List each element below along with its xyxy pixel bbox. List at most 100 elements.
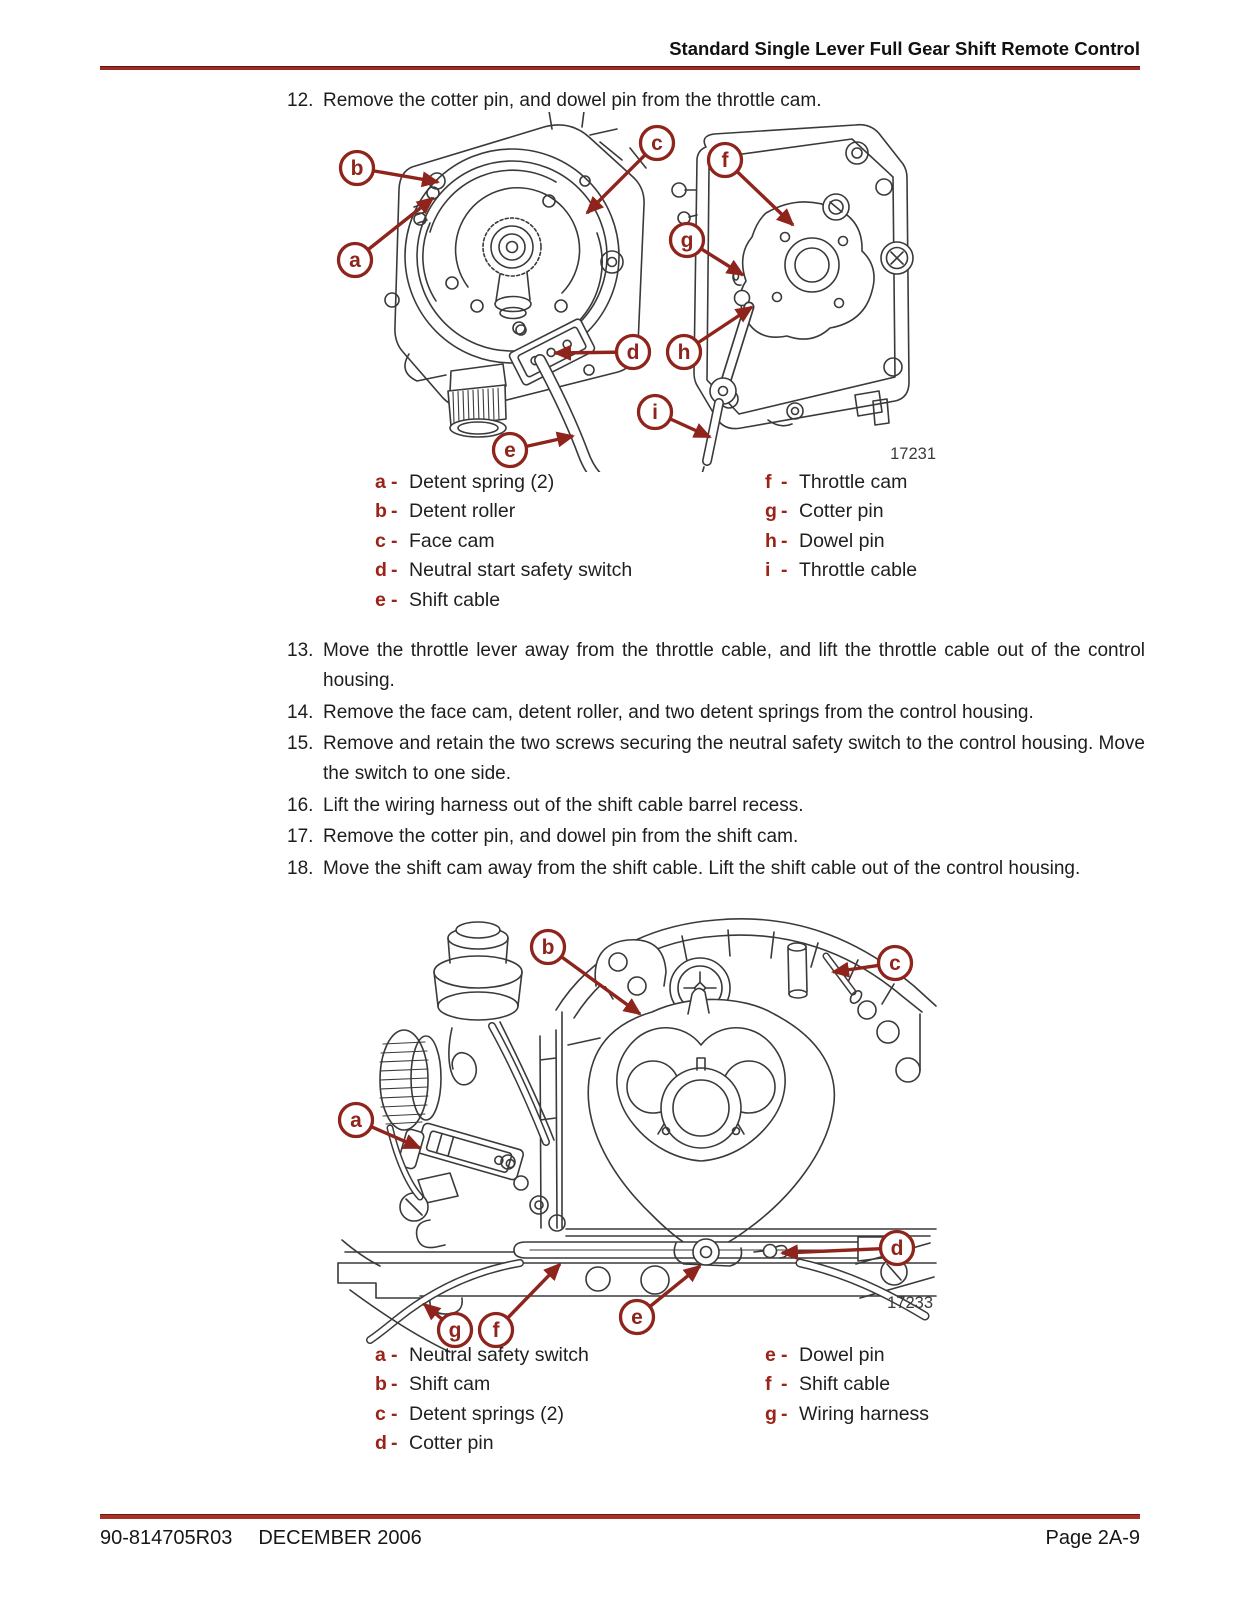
page-title: Standard Single Lever Full Gear Shift Re… bbox=[669, 38, 1140, 59]
svg-text:g: g bbox=[681, 229, 694, 252]
legend-dash: - bbox=[391, 1344, 398, 1366]
svg-text:g: g bbox=[449, 1319, 462, 1342]
legend-dash: - bbox=[391, 1373, 398, 1396]
legend-letter: e bbox=[375, 588, 386, 611]
legend-letter: b bbox=[375, 1373, 387, 1396]
fig1-callout-h: h bbox=[665, 305, 754, 371]
footer-page: Page 2A-9 bbox=[1045, 1527, 1140, 1549]
step-number: 15. bbox=[287, 733, 314, 754]
step-16: 16. Lift the wiring harness out of the sh… bbox=[287, 791, 1145, 821]
legend-item: e-Dowel pin bbox=[765, 1341, 1135, 1370]
fig2-callout-b: b bbox=[529, 928, 642, 1016]
fig2-callout-g: g bbox=[422, 1302, 474, 1349]
legend-label: Throttle cable bbox=[799, 559, 918, 582]
step-text: Remove the face cam, detent roller, and … bbox=[323, 701, 1034, 723]
legend-dash: - bbox=[391, 1402, 398, 1425]
legend-letter: c bbox=[375, 1402, 386, 1425]
svg-text:a: a bbox=[350, 1109, 362, 1132]
doc-number: 90-814705R03 bbox=[100, 1527, 233, 1549]
svg-text:f: f bbox=[493, 1319, 501, 1342]
svg-text:d: d bbox=[627, 341, 640, 364]
legend1-right: f-Throttle cam g-Cotter pin h-Dowel pin … bbox=[765, 468, 1135, 586]
legend-item: g-Wiring harness bbox=[765, 1400, 1135, 1429]
legend-letter: c bbox=[375, 529, 386, 552]
legend-label: Detent spring (2) bbox=[409, 471, 555, 493]
legend-item: c-Detent springs (2) bbox=[375, 1400, 755, 1429]
legend-item: i-Throttle cable bbox=[765, 556, 1135, 585]
legend-dash: - bbox=[781, 1373, 788, 1396]
svg-text:b: b bbox=[351, 157, 364, 180]
step-12: 12. Remove the cotter pin, and dowel pin… bbox=[287, 86, 1145, 118]
step-number: 17. bbox=[287, 826, 314, 847]
footer-rule bbox=[100, 1514, 1140, 1519]
legend-label: Cotter pin bbox=[409, 1432, 494, 1455]
step-text: Lift the wiring harness out of the shift… bbox=[323, 794, 804, 816]
fig1-callout-e: e bbox=[491, 431, 575, 469]
doc-date: DECEMBER 2006 bbox=[258, 1527, 422, 1549]
svg-text:i: i bbox=[652, 401, 658, 424]
figure-throttle-cam-diagram: b a c d e f g h i 17231 bbox=[336, 112, 936, 472]
step-number: 12. bbox=[287, 90, 314, 111]
legend-item: f-Throttle cam bbox=[765, 468, 1135, 497]
fig1-callout-b: b bbox=[338, 149, 440, 188]
fig1-callout-f: f bbox=[706, 141, 795, 227]
legend-label: Detent roller bbox=[409, 500, 516, 523]
footer-left: 90-814705R03 DECEMBER 2006 bbox=[100, 1527, 800, 1550]
legend-dash: - bbox=[781, 1402, 788, 1425]
legend-item: f-Shift cable bbox=[765, 1370, 1135, 1399]
legend-dash: - bbox=[781, 471, 788, 493]
svg-text:c: c bbox=[651, 132, 663, 155]
legend-letter: a bbox=[375, 1344, 386, 1366]
svg-text:c: c bbox=[889, 952, 901, 975]
legend-label: Cotter pin bbox=[799, 500, 884, 523]
legend-letter: f bbox=[765, 1373, 772, 1396]
step-17: 17.Remove the cotter pin, and dowel pin … bbox=[287, 822, 1145, 852]
legend-label: Shift cable bbox=[409, 588, 501, 611]
fig1-callout-c: c bbox=[585, 124, 676, 215]
svg-text:b: b bbox=[542, 936, 555, 959]
step-18: 18. Move the shift cam away from the shif… bbox=[287, 854, 1145, 884]
legend-dash: - bbox=[391, 500, 398, 523]
legend-dash: - bbox=[781, 559, 788, 582]
svg-text:h: h bbox=[678, 341, 691, 364]
legend-item: g-Cotter pin bbox=[765, 497, 1135, 526]
fig2-callout-d: d bbox=[780, 1229, 916, 1267]
legend-letter: g bbox=[765, 500, 777, 523]
step-number: 18. bbox=[287, 857, 314, 879]
legend-letter: h bbox=[765, 529, 777, 552]
fig2-number: 17233 bbox=[887, 1294, 933, 1312]
legend-item: a-Detent spring (2) bbox=[375, 468, 755, 497]
fig1-line-art bbox=[384, 112, 914, 472]
figure-shift-cam-diagram: b c a d e f g 17233 bbox=[337, 918, 937, 1353]
legend-item: c-Face cam bbox=[375, 527, 755, 556]
legend-item: a-Neutral safety switch bbox=[375, 1341, 755, 1370]
legend-item: h-Dowel pin bbox=[765, 527, 1135, 556]
fig1-callout-a: a bbox=[336, 196, 435, 279]
legend-item: b-Detent roller bbox=[375, 497, 755, 526]
svg-text:e: e bbox=[504, 439, 516, 462]
step-number: 13. bbox=[287, 640, 314, 661]
step-13: 13.Move the throttle lever away from the… bbox=[287, 636, 1145, 696]
legend-label: Face cam bbox=[409, 529, 495, 552]
legend-dash: - bbox=[391, 588, 398, 611]
legend-dash: - bbox=[781, 1344, 788, 1366]
fig2-callout-e: e bbox=[618, 1264, 702, 1336]
legend-label: Detent springs (2) bbox=[409, 1402, 564, 1425]
fig2-line-art bbox=[337, 918, 937, 1353]
legend-letter: i bbox=[765, 559, 771, 582]
legend-letter: g bbox=[765, 1402, 777, 1425]
svg-text:e: e bbox=[631, 1306, 643, 1329]
fig1-callout-g: g bbox=[668, 221, 745, 277]
fig2-callout-a: a bbox=[337, 1101, 422, 1150]
legend-letter: f bbox=[765, 471, 772, 493]
svg-text:d: d bbox=[891, 1237, 904, 1260]
legend-dash: - bbox=[391, 559, 398, 582]
legend-dash: - bbox=[391, 529, 398, 552]
step-14: 14.Remove the face cam, detent roller, a… bbox=[287, 698, 1145, 728]
step-text: Move the shift cam away from the shift c… bbox=[323, 857, 1081, 879]
procedure-steps: 13.Move the throttle lever away from the… bbox=[287, 636, 1145, 885]
step-number: 16. bbox=[287, 794, 314, 816]
svg-text:f: f bbox=[722, 149, 730, 172]
fig2-callout-c: c bbox=[831, 944, 914, 982]
